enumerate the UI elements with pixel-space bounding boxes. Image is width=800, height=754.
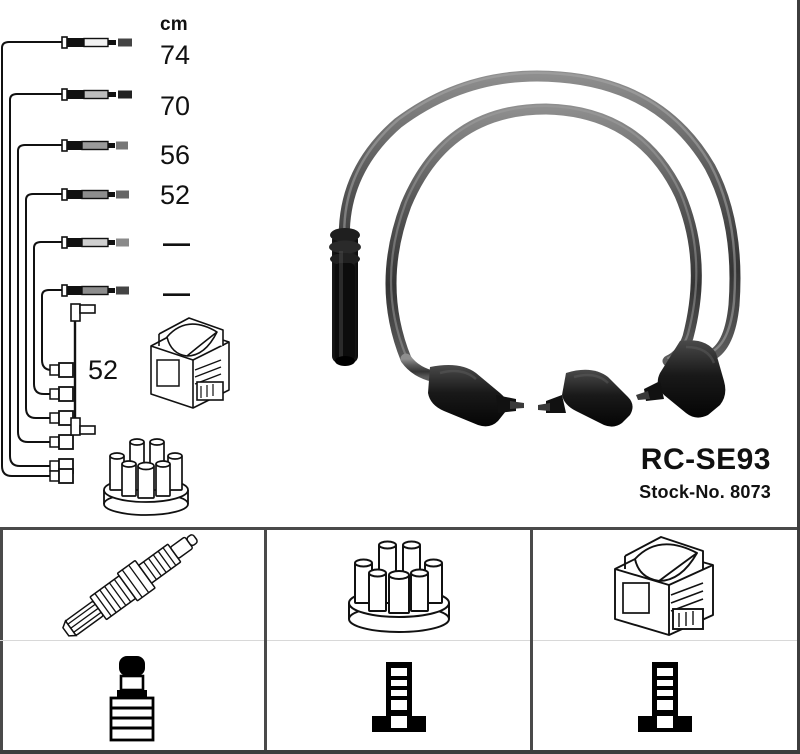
- ignition-coil-icon: [150, 317, 230, 409]
- panel-divider: [0, 640, 264, 641]
- coil-terminal-icon: [638, 661, 693, 732]
- cable-drawing-4: [25, 188, 129, 210]
- detail-panels: [0, 527, 797, 750]
- panel-ignition-coil: [530, 530, 797, 750]
- distributor-terminal-icon: [371, 661, 426, 732]
- cable-length-4: 52: [160, 180, 191, 210]
- cable-bundle-routing: [1, 58, 74, 484]
- cable-length-1: 74: [160, 40, 191, 70]
- panel-ignition-coil-upper: [533, 530, 797, 640]
- solo-cable-drawing: [70, 303, 96, 436]
- cable-drawing-2: [9, 88, 132, 110]
- cable-length-2: 70: [160, 91, 191, 121]
- ignition-coil-icon: [614, 536, 715, 636]
- cable-drawing-1: [0, 36, 132, 58]
- ignition-cable-set-photo: [329, 70, 741, 427]
- product-label: RC-SE93 Stock-No. 8073: [639, 444, 771, 503]
- panel-spark-plug-lower: [0, 641, 264, 750]
- panel-distributor-cap: [263, 530, 531, 750]
- product-code: RC-SE93: [640, 443, 771, 476]
- straight-coil-boot-connector: [329, 228, 361, 366]
- unit-header: cm: [160, 14, 188, 35]
- panel-divider: [266, 640, 531, 641]
- panel-distributor-cap-lower: [267, 641, 531, 750]
- cable-length-5: —: [163, 228, 190, 258]
- solo-cable-length: 52: [88, 355, 119, 385]
- cable-drawing-6: [41, 284, 129, 306]
- panel-spark-plug: [0, 530, 264, 750]
- cable-length-6: —: [163, 278, 190, 308]
- panel-spark-plug-upper: [0, 530, 264, 640]
- spark-plug-terminal-icon: [109, 655, 155, 741]
- distributor-cap-icon: [103, 438, 189, 516]
- panel-divider: [533, 640, 797, 641]
- cable-drawing-3: [17, 139, 128, 161]
- cable-length-list: cm: [0, 0, 262, 320]
- product-stock-no: Stock-No. 8073: [639, 481, 771, 502]
- distributor-cap-icon: [347, 540, 450, 633]
- panel-distributor-cap-upper: [267, 530, 531, 640]
- cable-length-3: 56: [160, 140, 191, 170]
- angled-spark-plug-boot-1: [428, 365, 524, 427]
- cable-drawing-5: [33, 236, 129, 258]
- angled-spark-plug-boot-3: [636, 340, 726, 418]
- angled-spark-plug-boot-2: [538, 369, 633, 427]
- spark-plug-icon: [61, 534, 198, 637]
- panel-ignition-coil-lower: [533, 641, 797, 750]
